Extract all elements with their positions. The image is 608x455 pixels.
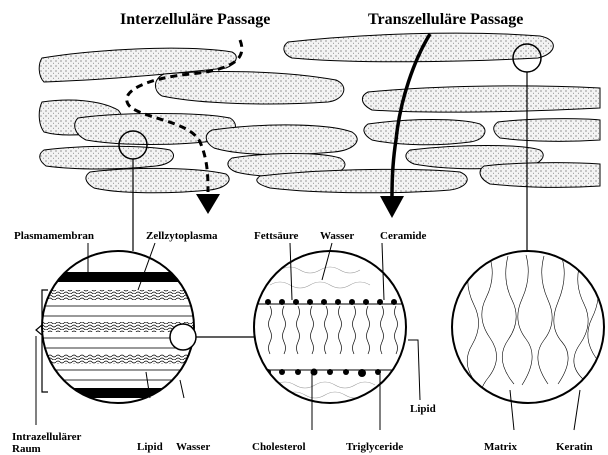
transcellular-arrow-head <box>380 196 404 218</box>
corneocyte <box>257 169 467 192</box>
label-lipid-right: Lipid <box>410 403 436 415</box>
label-plasmamembran: Plasmamembran <box>14 230 94 242</box>
label-intrazellulaerer-raum-line2: Raum <box>12 443 41 455</box>
label-keratin: Keratin <box>556 441 593 453</box>
zoom-circle-bilayer <box>250 250 410 410</box>
corneocyte <box>494 119 600 142</box>
corneocyte <box>40 146 174 169</box>
label-lipid-left: Lipid <box>137 441 163 453</box>
title-transcellular-passage: Transzelluläre Passage <box>368 11 523 28</box>
title-intercellular-passage: Interzelluläre Passage <box>120 11 270 28</box>
label-ceramide: Ceramide <box>380 230 427 242</box>
label-fettsaeure: Fettsäure <box>254 230 299 242</box>
label-matrix: Matrix <box>484 441 517 453</box>
label-triglyceride: Triglyceride <box>346 441 403 453</box>
corneocyte <box>364 120 485 145</box>
corneocyte <box>155 72 343 104</box>
label-cholesterol: Cholesterol <box>252 441 306 453</box>
zoom-marker-lamella <box>170 324 196 350</box>
label-zellzytoplasma: Zellzytoplasma <box>146 230 218 242</box>
corneocyte <box>480 163 600 188</box>
corneocyte <box>362 86 600 112</box>
label-wasser-bottom: Wasser <box>176 441 210 453</box>
label-intrazellulaerer-raum-line1: Intrazellulärer <box>12 431 82 443</box>
zoom-circle-lamellae <box>40 250 200 410</box>
label-wasser-top: Wasser <box>320 230 354 242</box>
zoom-circle-keratin <box>450 250 608 410</box>
corneocyte-layer <box>39 33 600 193</box>
corneocyte <box>206 125 357 155</box>
intercellular-arrow-head <box>196 194 220 214</box>
